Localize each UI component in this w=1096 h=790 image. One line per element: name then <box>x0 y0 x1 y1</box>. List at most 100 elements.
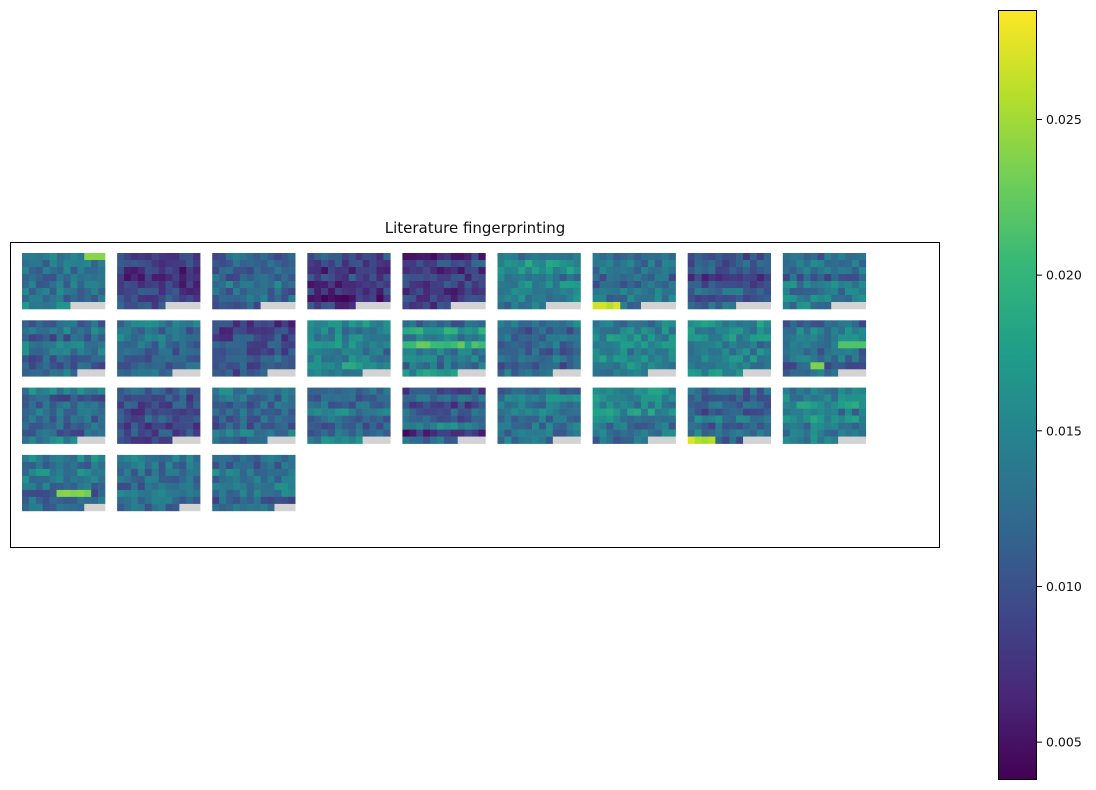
heatmap-cell <box>824 394 832 402</box>
heatmap-cell <box>599 348 607 356</box>
heatmap-cell <box>736 327 744 335</box>
heatmap-cell <box>193 295 201 303</box>
heatmap-cell <box>383 260 391 268</box>
heatmap-cell <box>851 341 860 349</box>
heatmap-cell <box>226 334 234 342</box>
heatmap-cell <box>708 260 716 268</box>
heatmap-cell <box>239 475 248 484</box>
heatmap-cell <box>525 274 533 282</box>
heatmap-cell <box>402 341 410 349</box>
heatmap-cell <box>239 422 248 430</box>
heatmap-cell <box>28 274 37 282</box>
heatmap-cell <box>701 281 709 289</box>
heatmap-cell <box>450 334 459 342</box>
heatmap-cell <box>186 253 194 261</box>
heatmap-cell <box>226 415 234 423</box>
heatmap-cell <box>518 320 526 328</box>
heatmap-cell <box>661 422 669 430</box>
heatmap-cell <box>226 475 234 484</box>
heatmap-cell <box>274 302 282 310</box>
heatmap-cell <box>314 267 322 275</box>
heatmap-cell <box>810 422 818 430</box>
heatmap-cell <box>749 274 758 282</box>
heatmap-cell <box>193 355 201 363</box>
heatmap-cell <box>355 267 363 275</box>
heatmap-cell <box>497 369 505 377</box>
heatmap-cell <box>84 281 92 289</box>
heatmap-cell <box>525 408 533 416</box>
heatmap-cell <box>824 320 832 328</box>
heatmap-cell <box>179 461 187 470</box>
heatmap-cell <box>321 295 329 303</box>
heatmap-cell <box>402 387 410 395</box>
heatmap-cell <box>729 334 737 342</box>
heatmap-cell <box>416 369 424 377</box>
heatmap-cell <box>260 334 268 342</box>
heatmap-cell <box>362 429 370 437</box>
heatmap-cell <box>532 387 540 395</box>
heatmap-cell <box>654 302 663 310</box>
heatmap-cell <box>165 355 173 363</box>
heatmap-cell <box>355 415 363 423</box>
heatmap-cell <box>63 408 71 416</box>
heatmap-cell <box>722 408 730 416</box>
heatmap-cell <box>796 253 804 261</box>
heatmap-cell <box>22 274 30 282</box>
heatmap-cell <box>28 281 37 289</box>
heatmap-cell <box>158 503 166 512</box>
heatmap-cell <box>824 436 832 444</box>
heatmap-cell <box>260 288 268 296</box>
heatmap-cell <box>281 267 289 275</box>
heatmap-cell <box>599 281 607 289</box>
heatmap-cell <box>423 429 431 437</box>
heatmap-cell <box>756 401 765 409</box>
heatmap-cell <box>137 327 146 335</box>
heatmap-cell <box>796 429 804 437</box>
heatmap-cell <box>98 302 106 310</box>
heatmap-cell <box>226 341 234 349</box>
heatmap-cell <box>376 341 384 349</box>
heatmap-cell <box>274 387 282 395</box>
heatmap-cell <box>193 436 201 444</box>
heatmap-cell <box>28 295 37 303</box>
heatmap-cell <box>789 341 797 349</box>
heatmap-cell <box>193 461 201 470</box>
heatmap-cell <box>715 394 723 402</box>
heatmap-cell <box>443 320 452 328</box>
heatmap-cell <box>307 253 315 261</box>
heatmap-cell <box>253 260 261 268</box>
heatmap-cell <box>35 468 44 477</box>
heatmap-cell <box>613 260 621 268</box>
heatmap-cell <box>42 253 50 261</box>
heatmap-cell <box>22 429 30 437</box>
heatmap-cell <box>559 267 567 275</box>
heatmap-cell <box>715 334 723 342</box>
heatmap-cell <box>457 401 465 409</box>
heatmap-cell <box>450 341 459 349</box>
heatmap-cell <box>267 436 275 444</box>
heatmap-cell <box>511 327 519 335</box>
heatmap-cell <box>782 422 791 430</box>
heatmap-cell <box>281 436 289 444</box>
heatmap-cell <box>694 401 702 409</box>
heatmap-cell <box>518 369 526 377</box>
heatmap-cell <box>98 436 106 444</box>
heatmap-panel <box>307 387 391 444</box>
heatmap-cell <box>334 302 343 310</box>
heatmap-cell <box>592 281 600 289</box>
heatmap-cell <box>144 341 152 349</box>
heatmap-cell <box>430 348 438 356</box>
heatmap-cell <box>56 436 64 444</box>
heatmap-cell <box>260 387 268 395</box>
heatmap-cell <box>606 327 614 335</box>
heatmap-cell <box>694 348 702 356</box>
heatmap-cell <box>341 334 350 342</box>
heatmap-cell <box>35 320 44 328</box>
heatmap-cell <box>362 341 370 349</box>
heatmap-cell <box>348 348 357 356</box>
heatmap-cell <box>376 281 384 289</box>
heatmap-cell <box>789 302 797 310</box>
heatmap-cell <box>246 429 254 437</box>
heatmap-cell <box>288 482 296 491</box>
heatmap-cell <box>151 387 159 395</box>
